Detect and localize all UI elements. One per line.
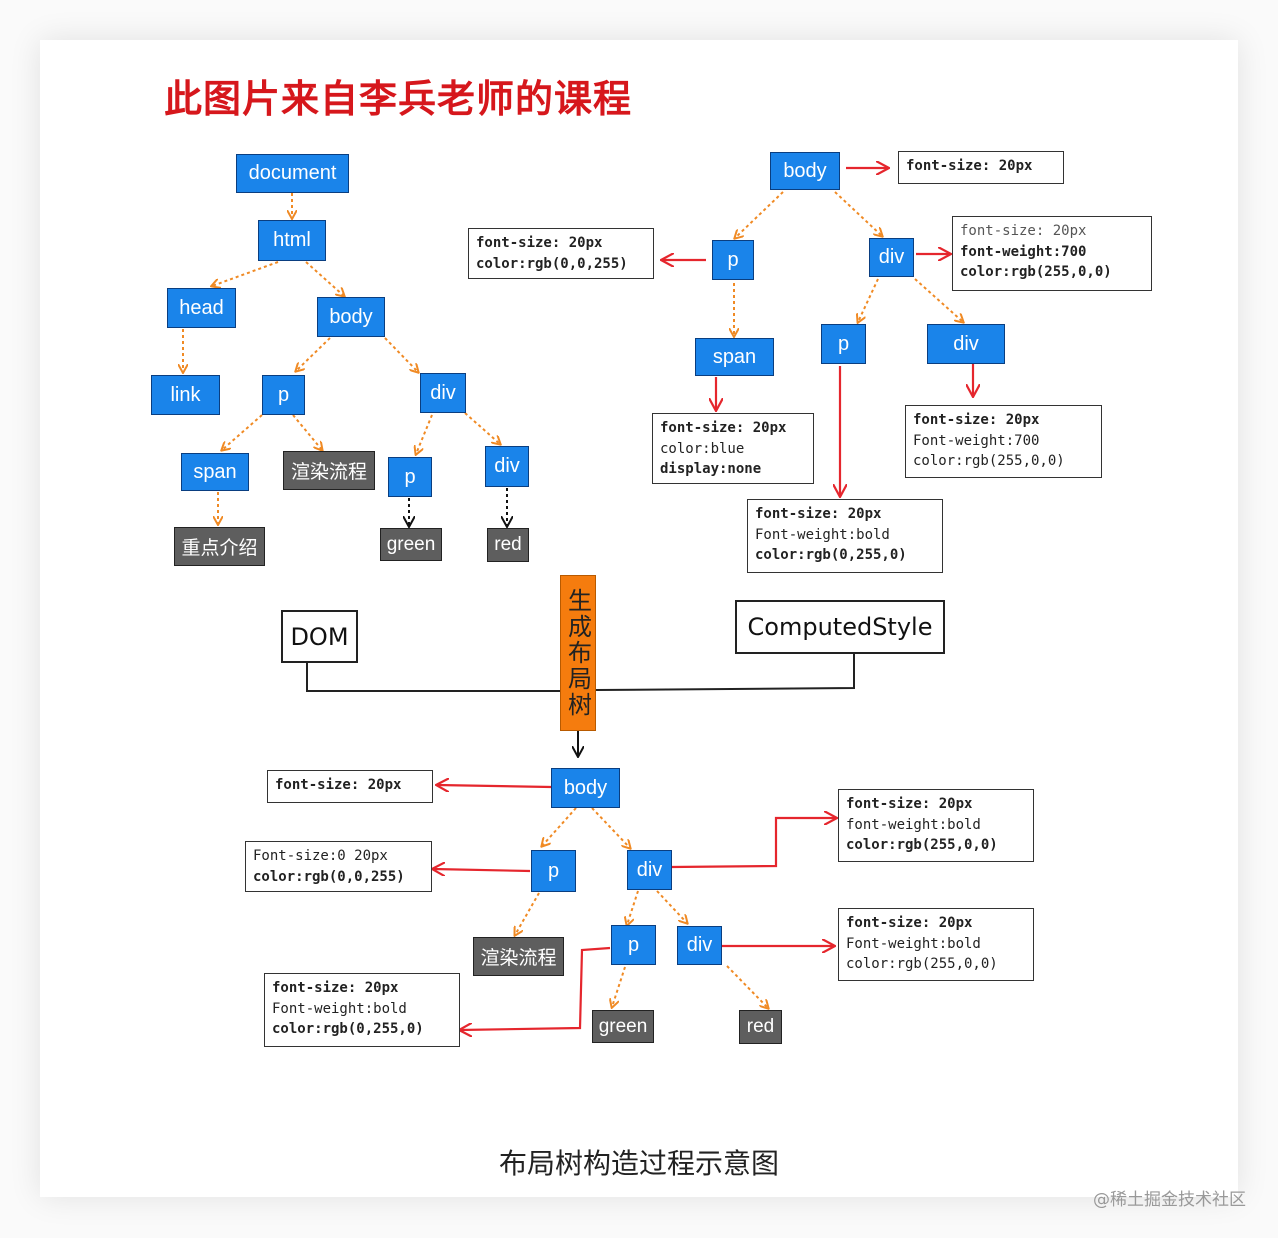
layout-node-green: green [592,1010,654,1043]
edge-st-body-p [735,191,784,238]
style-body-box: font-size: 20px [898,151,1064,184]
layout-node-p: p [531,850,576,892]
layout-node-red: red [739,1010,782,1044]
merge-dom-line [306,663,560,692]
edge-lt-div-red [726,965,768,1008]
dom-node-render-text: 渲染流程 [283,451,375,490]
edge-html-body [305,261,344,296]
style-node-body: body [770,152,840,190]
layout-node-render-text: 渲染流程 [473,937,564,976]
dom-node-div: div [420,373,466,413]
style-div-box: font-size: 20px font-weight:700 color:rg… [952,216,1152,291]
layout-node-body: body [551,768,620,808]
edge-lt-p2-style [460,946,611,1030]
layout-node-div: div [627,850,672,890]
dom-node-html: html [258,220,326,261]
style-node-p2: p [821,324,866,364]
watermark: @稀土掘金技术社区 [1093,1190,1246,1210]
dom-node-head: head [167,288,236,328]
style-node-div2: div [927,324,1005,364]
edge-div-div [464,412,500,444]
style-p2-box: font-size: 20px Font-weight:bold color:r… [747,499,943,573]
edge-p-text [292,414,322,450]
style-node-p: p [712,240,754,280]
dom-node-p: p [262,375,305,415]
dom-label: DOM [281,610,358,663]
style-span-box: font-size: 20px color:blue display:none [652,413,814,484]
edge-lt-p-text [515,892,540,935]
layout-div2-box: font-size: 20px Font-weight:bold color:r… [838,908,1034,981]
edge-lt-body-style [437,785,552,787]
edge-lt-div-p [627,890,639,925]
edge-p-span [222,414,263,450]
edge-body-p [296,337,331,371]
layout-node-p2: p [611,925,656,965]
style-node-div: div [869,238,914,277]
style-node-span: span [695,338,774,376]
edge-st-body-div [834,191,882,236]
dom-node-span: span [181,453,249,491]
page-title: 此图片来自李兵老师的课程 [164,77,633,121]
style-div2-box: font-size: 20px Font-weight:700 color:rg… [905,405,1102,478]
edge-st-div-div [914,278,963,322]
layout-node-div2: div [677,926,722,965]
computed-style-label: ComputedStyle [735,600,945,654]
generate-layout-tree-label: 生成布局树 [560,575,596,731]
figure-caption: 布局树构造过程示意图 [498,1147,779,1180]
edge-lt-p-green [612,966,626,1007]
edge-div-p [416,414,433,454]
dom-node-p2: p [388,457,432,497]
edge-html-head [212,261,279,286]
dom-node-red: red [487,528,529,562]
dom-node-key-text: 重点介绍 [174,527,265,566]
edge-lt-body-div [591,807,630,848]
layout-div-box: font-size: 20px font-weight:bold color:r… [838,789,1034,862]
layout-p-box: Font-size:0 20px color:rgb(0,0,255) [245,841,432,892]
edge-st-div-p [858,278,879,322]
dom-node-body: body [317,297,385,337]
dom-node-div2: div [485,446,529,487]
merge-style-line [595,654,855,691]
layout-body-box: font-size: 20px [267,770,433,803]
layout-p2-box: font-size: 20px Font-weight:bold color:r… [264,973,460,1047]
edge-lt-p-style [433,869,531,871]
edge-lt-div-style [671,818,836,869]
dom-node-link: link [151,375,220,415]
edge-lt-div-div [656,890,687,923]
edge-body-div [384,337,418,372]
style-p-box: font-size: 20px color:rgb(0,0,255) [468,228,654,279]
dom-node-document: document [236,154,349,193]
dom-node-green: green [380,528,442,561]
edge-lt-body-p [542,807,577,846]
